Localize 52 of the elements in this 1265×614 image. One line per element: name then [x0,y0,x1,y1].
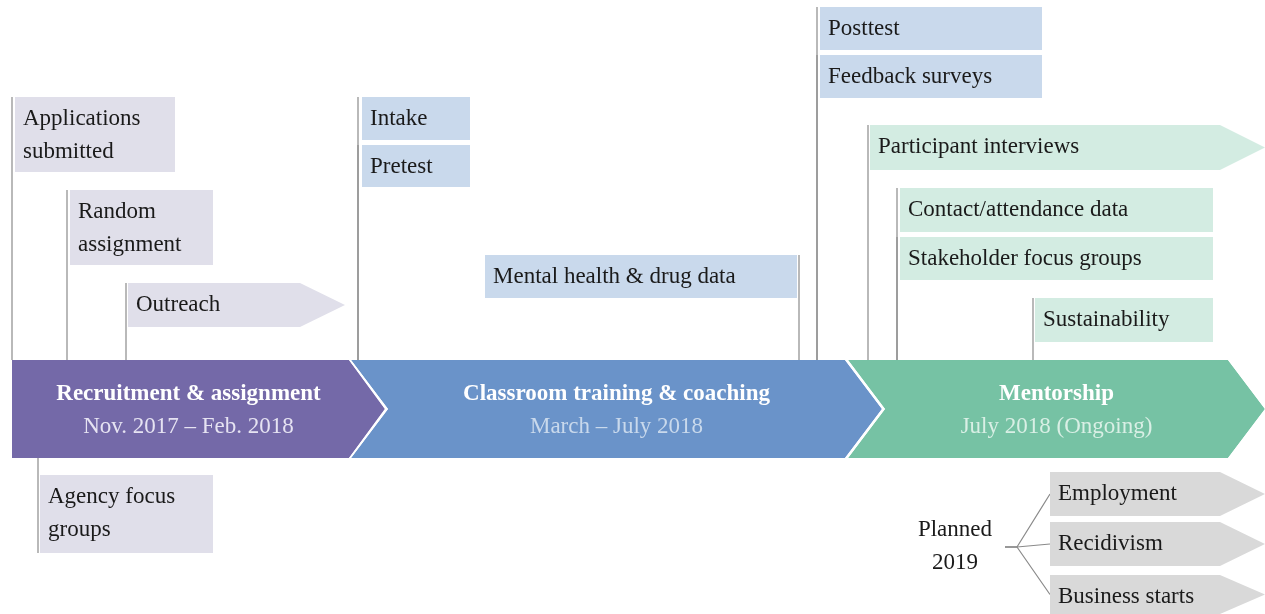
phase-dates: Nov. 2017 – Feb. 2018 [82,412,295,440]
arrow-tag [128,283,345,327]
flag-pole [125,282,127,361]
tag-text: Mental health & drug data [493,262,737,290]
tag-text: Participant interviews [878,132,1081,160]
arrow-tag [1050,472,1265,516]
tag-text: Feedback surveys [828,62,994,90]
phase-title: Recruitment & assignment [55,379,322,407]
tag-text: Contact/attendance data [908,195,1130,223]
tag-text: Pretest [370,152,434,180]
flag-tag [1035,298,1213,342]
flag-tag [362,97,470,140]
tag-text: Random assignment [78,197,183,258]
planned-label: Planned 2019 [905,512,1005,582]
flag-tag [70,190,213,265]
phase-dates: March – July 2018 [528,412,705,440]
flag-tag [40,475,213,553]
flag-tag [820,55,1042,98]
tag-text: Employment [1058,479,1178,507]
arrow-tag [1050,522,1265,566]
flag-pole [896,236,898,361]
flag-tag [900,188,1213,232]
flag-tag [820,7,1042,50]
flag-pole [357,144,359,361]
flag-tag [362,145,470,187]
flag-tag [900,237,1213,280]
flag-pole [1032,297,1034,361]
phase-band [351,360,882,458]
tag-text: Stakeholder focus groups [908,244,1143,272]
tag-text: Business starts [1058,582,1196,610]
flag-pole [66,189,68,361]
connector-line [1004,546,1051,596]
tag-text: Posttest [828,14,901,42]
flag-pole [867,124,869,361]
phase-dates: July 2018 (Ongoing) [959,412,1154,440]
tag-text: Intake [370,104,429,132]
flag-tag [485,255,797,298]
phase-band [12,360,385,458]
flag-pole [798,254,800,361]
tag-text: Recidivism [1058,529,1164,557]
phase-title: Mentorship [998,379,1115,407]
phase-band [848,360,1265,458]
tag-text: Outreach [136,290,222,318]
flag-pole [11,96,13,361]
tag-text: Agency focus groups [48,482,177,543]
arrow-tag [1050,575,1265,614]
flag-tag [15,97,175,172]
flag-pole [37,457,39,554]
arrow-tag [870,125,1265,170]
tag-text: Applications submitted [23,104,142,165]
tag-text: Sustainability [1043,305,1171,333]
phase-title: Classroom training & coaching [462,379,771,407]
